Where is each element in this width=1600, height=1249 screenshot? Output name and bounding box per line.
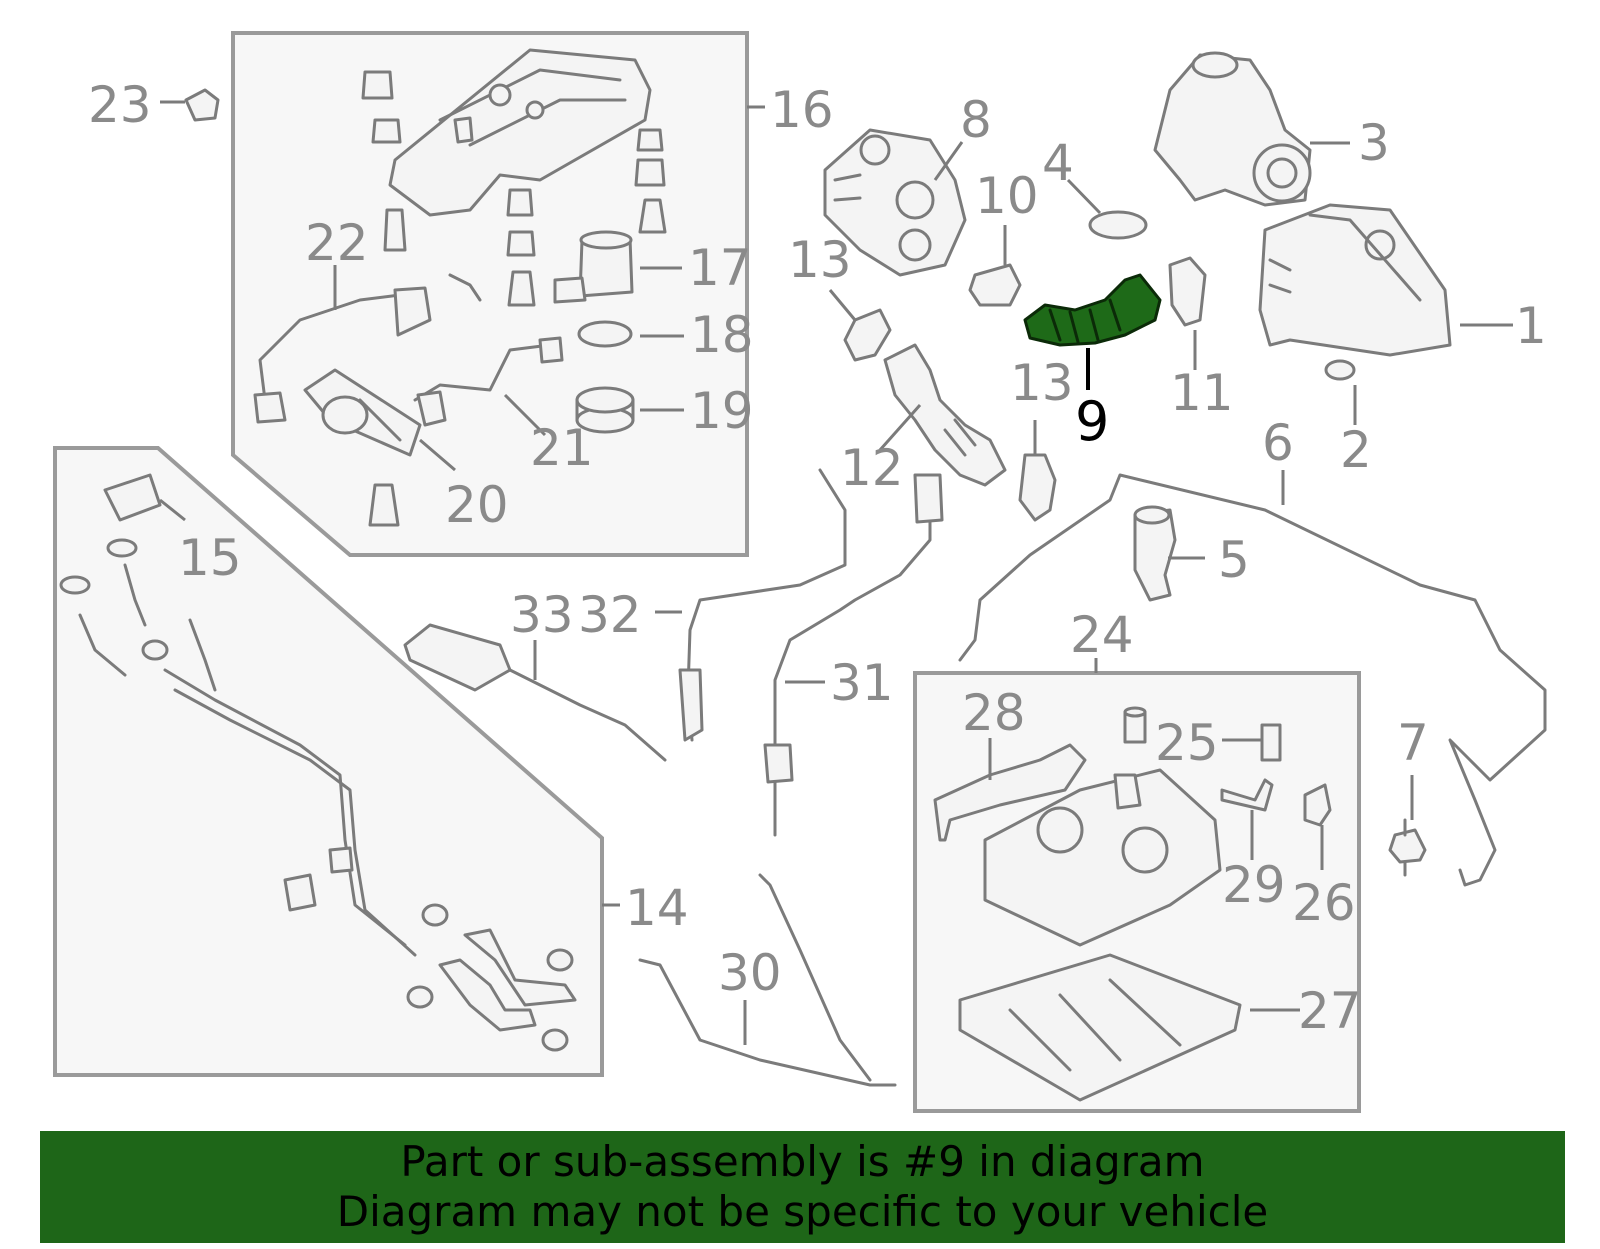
wiring-harness-21	[413, 336, 564, 427]
banner-line-2: Diagram may not be specific to your vehi…	[336, 1187, 1269, 1236]
part-labels: 23 16 8 4 10 3 22 13 17 1 18 13 9 11 19 …	[88, 76, 1547, 1040]
label-21: 21	[530, 419, 594, 477]
label-12: 12	[840, 439, 904, 497]
label-8: 8	[960, 91, 992, 149]
strap-30b	[758, 873, 872, 1082]
label-29: 29	[1222, 856, 1286, 914]
fuel-reservoir-cover	[388, 48, 652, 217]
turbo-3	[1153, 51, 1312, 207]
pressure-sensor-5	[1133, 505, 1177, 602]
label-32: 32	[578, 586, 642, 644]
egr-valve-8	[823, 128, 967, 277]
lock-ring-19	[575, 386, 635, 434]
label-14: 14	[625, 879, 689, 937]
egr-pipe-9-highlighted	[1023, 273, 1162, 347]
label-13-top: 13	[788, 231, 852, 289]
label-16: 16	[770, 81, 834, 139]
label-5: 5	[1218, 531, 1250, 589]
label-15: 15	[178, 529, 242, 587]
label-24: 24	[1070, 606, 1134, 664]
label-26: 26	[1292, 874, 1356, 932]
wiring-harness-22	[253, 286, 432, 424]
label-4: 4	[1042, 134, 1074, 192]
nox-sensor-33	[403, 623, 667, 762]
banner-line-1: Part or sub-assembly is #9 in diagram	[400, 1137, 1205, 1186]
label-17: 17	[688, 239, 752, 297]
label-11: 11	[1170, 364, 1234, 422]
gasket-13-top	[843, 308, 892, 362]
label-1: 1	[1515, 297, 1547, 355]
gasket-4	[1088, 210, 1148, 240]
leader-lines	[159, 100, 1513, 1045]
label-22: 22	[305, 214, 369, 272]
urea-tank-24	[983, 768, 1222, 947]
hoses-14	[406, 903, 577, 1052]
sensor-32	[678, 668, 704, 742]
sensor-31	[763, 473, 944, 784]
label-3: 3	[1358, 114, 1390, 172]
strap-30a	[638, 958, 897, 1087]
vacuum-line-6	[958, 473, 1547, 887]
label-2: 2	[1340, 421, 1372, 479]
label-13-bottom: 13	[1010, 354, 1074, 412]
o-ring-18	[577, 320, 633, 348]
fuel-pump-module-17	[553, 230, 634, 304]
egr-cooler-1	[1258, 203, 1452, 357]
gasket-2	[1324, 359, 1356, 381]
sensor-cable-31	[773, 478, 932, 837]
info-banner: Part or sub-assembly is #9 in diagram Di…	[40, 1131, 1565, 1243]
label-25: 25	[1155, 714, 1219, 772]
label-33: 33	[510, 586, 574, 644]
egr-pipe-12	[883, 343, 1007, 487]
cap-23	[184, 88, 220, 122]
grommet-group	[361, 70, 667, 527]
label-6: 6	[1262, 414, 1294, 472]
check-valve-7	[1388, 818, 1427, 877]
label-9: 9	[1075, 390, 1109, 453]
shield-27	[958, 953, 1242, 1102]
label-7: 7	[1397, 714, 1429, 772]
label-19: 19	[690, 382, 754, 440]
gasket-13-bottom	[1018, 453, 1057, 522]
gasket-10	[968, 263, 1022, 307]
highlight-part-9	[1023, 273, 1162, 347]
fuel-lines-14	[59, 473, 417, 957]
label-31: 31	[830, 654, 894, 712]
bracket-28	[933, 743, 1087, 842]
cap-25	[1123, 706, 1282, 762]
label-18: 18	[690, 306, 754, 364]
group-frame-14	[53, 446, 604, 1077]
gasket-11	[1168, 256, 1207, 327]
label-10: 10	[975, 167, 1039, 225]
label-28: 28	[962, 684, 1026, 742]
label-30: 30	[718, 944, 782, 1002]
hose-29	[1220, 778, 1274, 812]
clip-26	[1303, 783, 1332, 827]
fuel-pump-20	[303, 368, 422, 457]
clip-small	[448, 273, 482, 302]
label-20: 20	[445, 476, 509, 534]
label-23: 23	[88, 76, 152, 134]
label-27: 27	[1298, 982, 1362, 1040]
